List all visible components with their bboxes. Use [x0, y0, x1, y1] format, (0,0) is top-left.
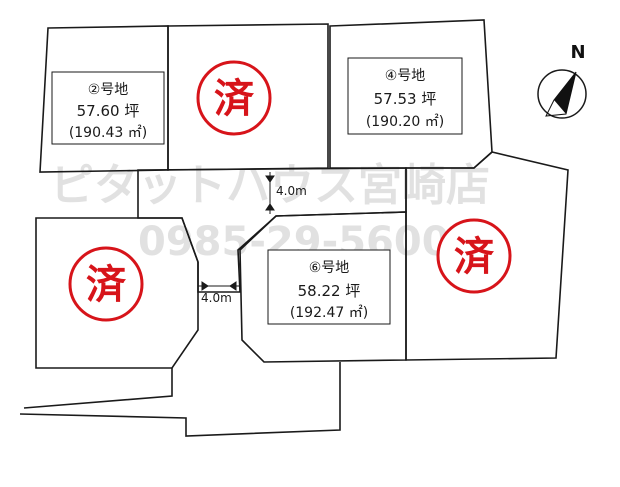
access-road-line-2	[23, 368, 173, 409]
arrow-down-icon	[265, 175, 275, 183]
lot-6-number: ⑥号地	[309, 260, 350, 276]
lot-5-boundary	[35, 217, 199, 369]
north-arrow-icon	[537, 69, 587, 119]
sold-stamp-right	[436, 218, 512, 294]
arrow-left-icon	[229, 281, 237, 291]
lot-6-tsubo: 58.22 坪	[298, 282, 361, 300]
sold-stamp-left	[68, 246, 144, 322]
sold-stamp-top	[196, 60, 272, 136]
lot-2-tsubo: 57.60 坪	[77, 102, 140, 120]
arrow-up-icon	[265, 203, 275, 211]
road-width-west: 4.0m	[201, 291, 232, 305]
road-width-north: 4.0m	[276, 184, 307, 198]
sold-mark-left: 済	[86, 262, 127, 308]
arrow-right-icon	[201, 281, 209, 291]
access-road-line-1	[19, 362, 341, 437]
lot-4-sqm: (190.20 ㎡)	[366, 114, 444, 130]
lot-2-number: ②号地	[88, 82, 129, 98]
lot-4-info-box	[347, 57, 463, 135]
lot-2-sqm: (190.43 ㎡)	[69, 125, 147, 141]
sold-mark-top: 済	[214, 76, 255, 122]
lot-4-tsubo: 57.53 坪	[374, 90, 437, 108]
lot-2-info-box	[51, 71, 165, 145]
lot-6-info-box	[267, 249, 391, 325]
lot-6-sqm: (192.47 ㎡)	[290, 305, 368, 321]
north-label: N	[570, 42, 585, 63]
lot-7-boundary	[405, 151, 569, 361]
lot-4-number: ④号地	[385, 68, 426, 84]
sold-mark-right: 済	[454, 234, 495, 280]
